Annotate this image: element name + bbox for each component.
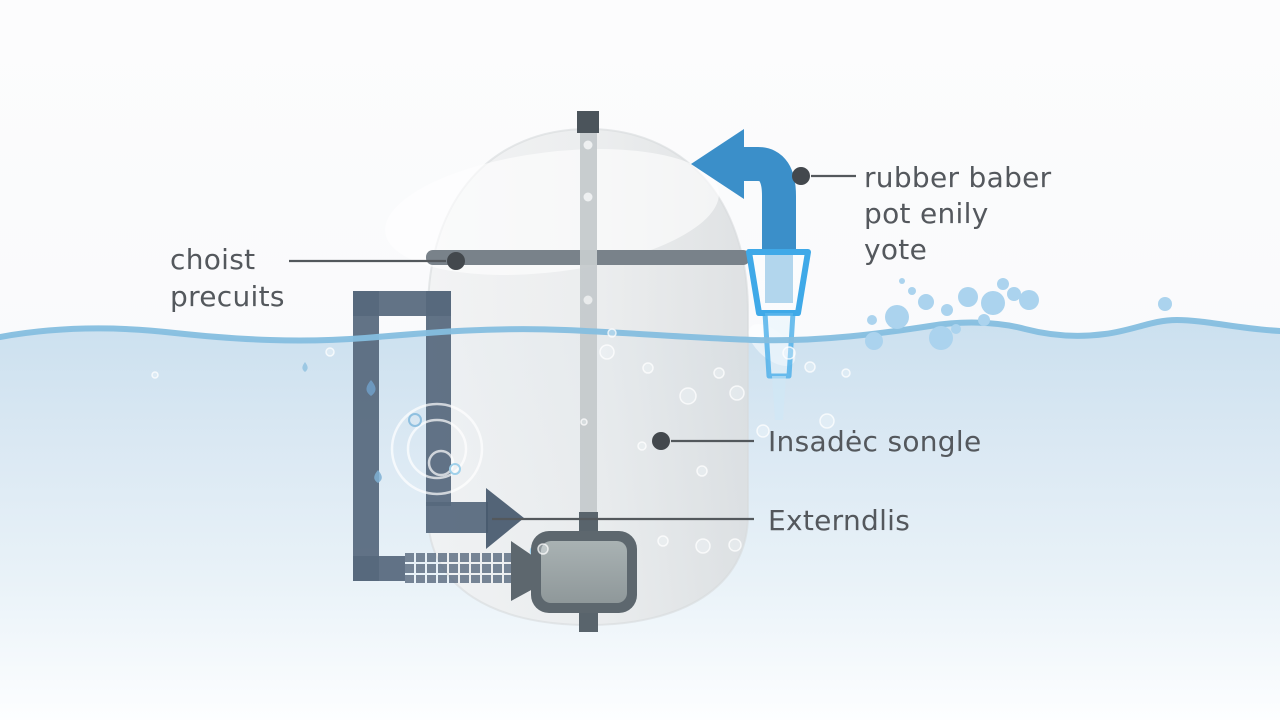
droplet-icon <box>374 470 382 483</box>
motor-core <box>541 541 627 603</box>
label-inlet-line2: pot enily <box>864 197 989 230</box>
rod-cap <box>577 111 599 133</box>
label-inlet-line3: yote <box>864 233 927 266</box>
labels: choist precuits rubber baber pot enily y… <box>170 161 1052 537</box>
swirl-decoration-icon <box>390 402 484 496</box>
inlet-arrow-shaft <box>740 147 796 253</box>
surface-bubbles <box>865 278 1172 350</box>
pipe-shaft <box>426 502 488 533</box>
motor-unit <box>511 531 637 613</box>
label-band-line1: choist <box>170 243 255 276</box>
cup-body <box>746 249 811 316</box>
label-inlet-line1: rubber baber <box>864 161 1052 194</box>
rod-upper <box>580 116 597 514</box>
leader-dot-band <box>447 252 465 270</box>
bubble-ring-icon <box>408 413 422 427</box>
motor-mount <box>511 541 533 601</box>
leader-dot-inlet <box>792 167 810 185</box>
rod-bolt <box>583 140 593 150</box>
cup-tube-fade <box>772 376 786 420</box>
mesh-grate-icon <box>405 553 517 583</box>
cup-tube <box>762 310 796 379</box>
inlet-arrow-icon <box>691 129 796 303</box>
water-surface-line <box>0 316 1280 344</box>
inlet-cup-icon <box>746 249 811 420</box>
leaders <box>289 174 856 521</box>
bubble-ring-icon <box>449 463 461 475</box>
label-inside: Insadėc songle <box>768 425 982 458</box>
rod-bolt <box>583 192 593 202</box>
underwater-bubbles <box>151 328 851 555</box>
leader-dots <box>447 167 810 450</box>
pipe-bottom-bar <box>353 556 405 581</box>
droplet-icon <box>302 362 308 372</box>
droplet-icon <box>366 380 376 396</box>
label-band-line2: precuits <box>170 280 285 313</box>
tank-highlight <box>385 149 719 275</box>
rod-bolt <box>583 295 593 305</box>
label-external: Externdlis <box>768 504 910 537</box>
leader-dot-inside <box>652 432 670 450</box>
inlet-arrow-head <box>691 129 744 199</box>
